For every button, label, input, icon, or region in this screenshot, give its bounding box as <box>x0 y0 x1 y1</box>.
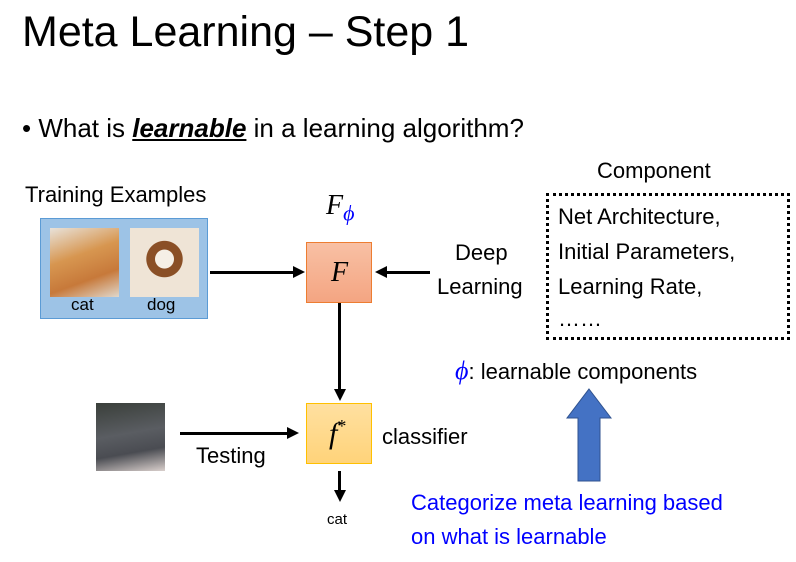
arrowhead <box>293 266 305 278</box>
training-examples-label: Training Examples <box>25 182 207 207</box>
bullet-emphasis: learnable <box>132 113 247 143</box>
arrowhead <box>375 266 387 278</box>
f-star-box: f* <box>306 403 372 464</box>
f-star-base: f <box>329 417 338 450</box>
arrow-DL-to-F <box>386 271 430 274</box>
phi-note: ϕ: learnable components <box>455 356 697 386</box>
arrowhead <box>287 427 299 439</box>
f-star-label: f* <box>329 416 346 451</box>
output-label: cat <box>327 511 348 528</box>
cat-image <box>50 228 119 297</box>
arrowhead <box>334 389 346 401</box>
component-box: Net Architecture, Initial Parameters, Le… <box>546 193 790 340</box>
bullet-suffix: in a learning algorithm? <box>246 113 524 143</box>
f-star-sup: * <box>337 416 347 436</box>
categorize-line-1: Categorize meta learning based <box>411 490 723 515</box>
slide-title: Meta Learning – Step 1 <box>22 8 470 56</box>
F-box: F <box>306 242 372 303</box>
big-up-arrow-icon <box>566 388 612 482</box>
bullet-prefix: What is <box>38 113 133 143</box>
arrow-fstar-to-output <box>338 471 341 491</box>
dog-label: dog <box>147 295 176 314</box>
component-item: Net Architecture, <box>558 204 721 229</box>
arrow-test-to-fstar <box>180 432 288 435</box>
dog-image <box>130 228 199 297</box>
component-item: Learning Rate, <box>558 274 703 299</box>
F-box-label: F <box>331 257 349 288</box>
classifier-label: classifier <box>382 424 468 449</box>
deep-label: Deep <box>455 240 508 265</box>
phi-symbol: ϕ <box>455 356 469 385</box>
component-label: Component <box>597 158 711 183</box>
arrowhead <box>334 490 346 502</box>
categorize-line-2: on what is learnable <box>411 524 607 549</box>
test-cat-image <box>96 403 165 471</box>
phi-note-text: : learnable components <box>468 359 698 384</box>
F-phi-label: Fϕ <box>326 190 355 227</box>
training-examples-box: cat dog <box>40 218 208 319</box>
F-phi-sub: ϕ <box>343 200 355 226</box>
F-phi-base: F <box>326 190 344 221</box>
bullet-question: • What is learnable in a learning algori… <box>22 113 524 143</box>
testing-label: Testing <box>196 443 266 468</box>
learning-label: Learning <box>437 274 523 299</box>
arrow-train-to-F <box>210 271 294 274</box>
component-item: …… <box>558 306 602 331</box>
cat-label: cat <box>71 295 94 314</box>
arrow-F-to-fstar <box>338 303 341 389</box>
component-item: Initial Parameters, <box>558 239 736 264</box>
